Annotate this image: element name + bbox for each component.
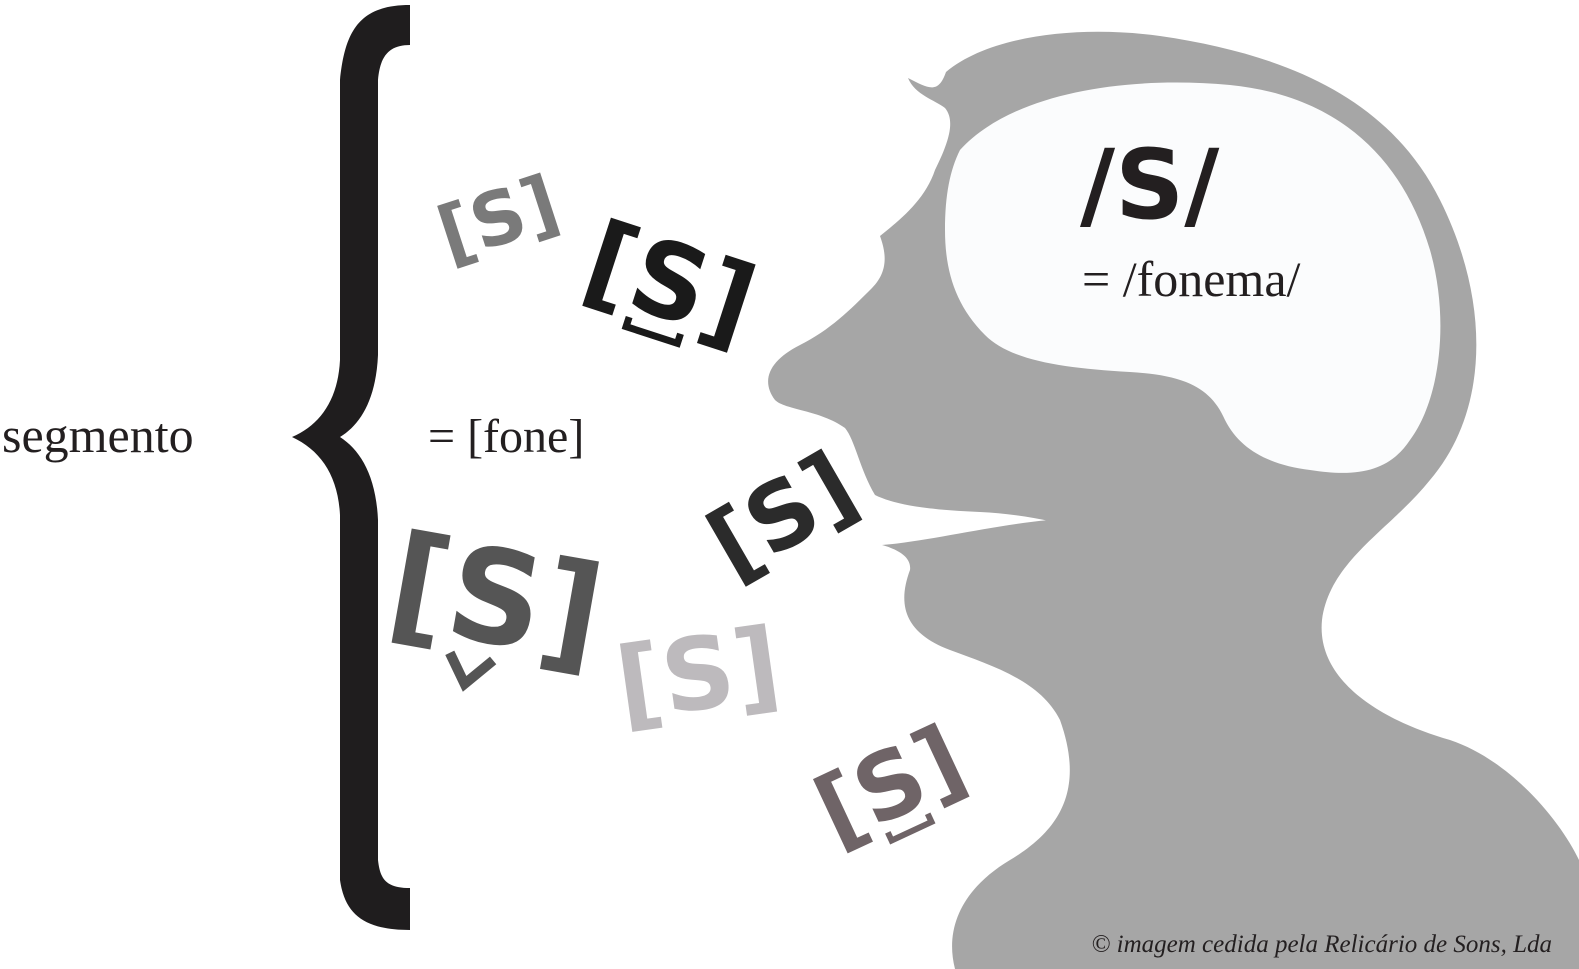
curly-brace xyxy=(292,5,410,930)
phone-glyph-2: [S] xyxy=(570,198,769,367)
phone-glyph-text: [S] xyxy=(428,159,570,278)
image-credit: © imagem cedida pela Relicário de Sons, … xyxy=(1091,931,1552,958)
brain-area xyxy=(945,82,1441,473)
phoneme-symbol: /S/ xyxy=(1080,129,1220,241)
phone-glyph-3: [S] xyxy=(690,432,874,600)
phone-glyph-4: [S] xyxy=(378,505,614,692)
caron-diacritic xyxy=(445,650,497,692)
phone-glyph-6: [S] xyxy=(799,705,980,866)
phone-glyph-text: [S] xyxy=(690,432,874,600)
bridge-diacritic xyxy=(885,812,936,845)
bridge-diacritic xyxy=(621,316,684,348)
phone-glyph-5: [S] xyxy=(609,605,787,744)
phoneme-label: = /fonema/ xyxy=(1082,251,1301,307)
phone-glyph-text: [S] xyxy=(378,505,614,692)
phone-glyph-1: [S] xyxy=(428,159,570,278)
segment-label: segmento xyxy=(2,407,194,463)
phone-glyph-text: [S] xyxy=(609,605,787,744)
phone-label: = [fone] xyxy=(428,410,584,463)
